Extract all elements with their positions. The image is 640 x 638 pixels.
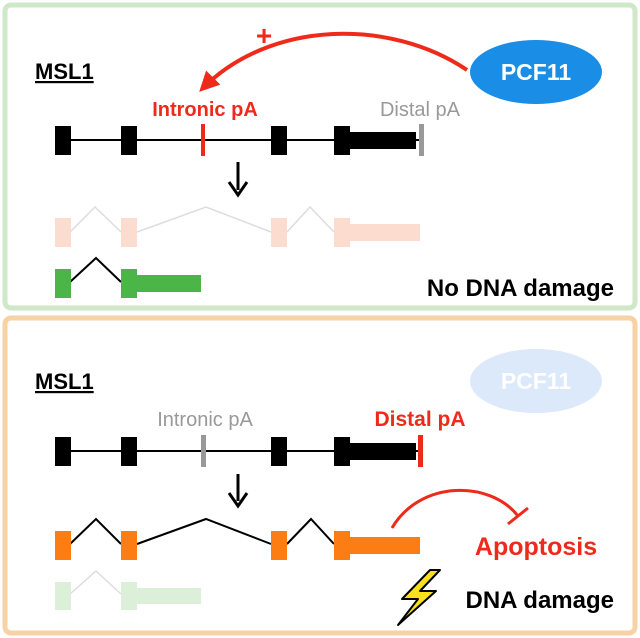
intronic-pa-label-top: Intronic pA [152, 99, 258, 121]
plus-sign: + [256, 20, 272, 51]
exon-2 [121, 126, 137, 155]
last-exon-utr [350, 132, 416, 149]
panel-dna-damage: MSL1 PCF11 Intronic pA Distal pA [2, 315, 638, 636]
intronic-pa-mark-gray [201, 435, 206, 467]
pcf11-label: PCF11 [501, 59, 572, 85]
apoptosis-label: Apoptosis [475, 533, 597, 561]
panel-no-dna-damage: MSL1 PCF11 + Intronic pA Distal pA [2, 2, 638, 311]
pcf11-label-faded: PCF11 [501, 368, 572, 394]
condition-label-top: No DNA damage [427, 275, 614, 302]
gene-model-bottom [55, 435, 423, 467]
short-isoform [55, 256, 201, 298]
condition-label-bottom: DNA damage [466, 587, 614, 614]
lightning-icon [397, 569, 441, 626]
exon-4 [334, 126, 350, 155]
distal-pa-label-bottom: Distal pA [374, 408, 465, 431]
long-isoform [55, 517, 420, 560]
inhibition-arc [390, 488, 520, 529]
faded-short-isoform [55, 569, 201, 610]
distal-pa-mark-red [418, 435, 423, 467]
processing-arrowhead-top [227, 181, 249, 198]
inhibition-bar [507, 506, 529, 526]
exon-3 [271, 126, 287, 155]
distal-pa-label-top: Distal pA [380, 99, 461, 121]
pcf11-bubble [470, 40, 602, 104]
processing-arrowhead-bottom [227, 492, 249, 509]
gene-model-top [55, 124, 424, 156]
distal-pa-mark [419, 124, 424, 156]
gene-label-bottom: MSL1 [35, 369, 94, 394]
faded-long-isoform [55, 205, 420, 247]
bottom-panel-border [2, 315, 638, 636]
exon-1 [55, 126, 71, 155]
intronic-pa-label-bottom: Intronic pA [157, 409, 253, 431]
pcf11-bubble-faded [470, 349, 602, 413]
activation-arrow [199, 31, 469, 92]
gene-label-top: MSL1 [35, 59, 94, 84]
intronic-pa-mark [201, 124, 205, 156]
